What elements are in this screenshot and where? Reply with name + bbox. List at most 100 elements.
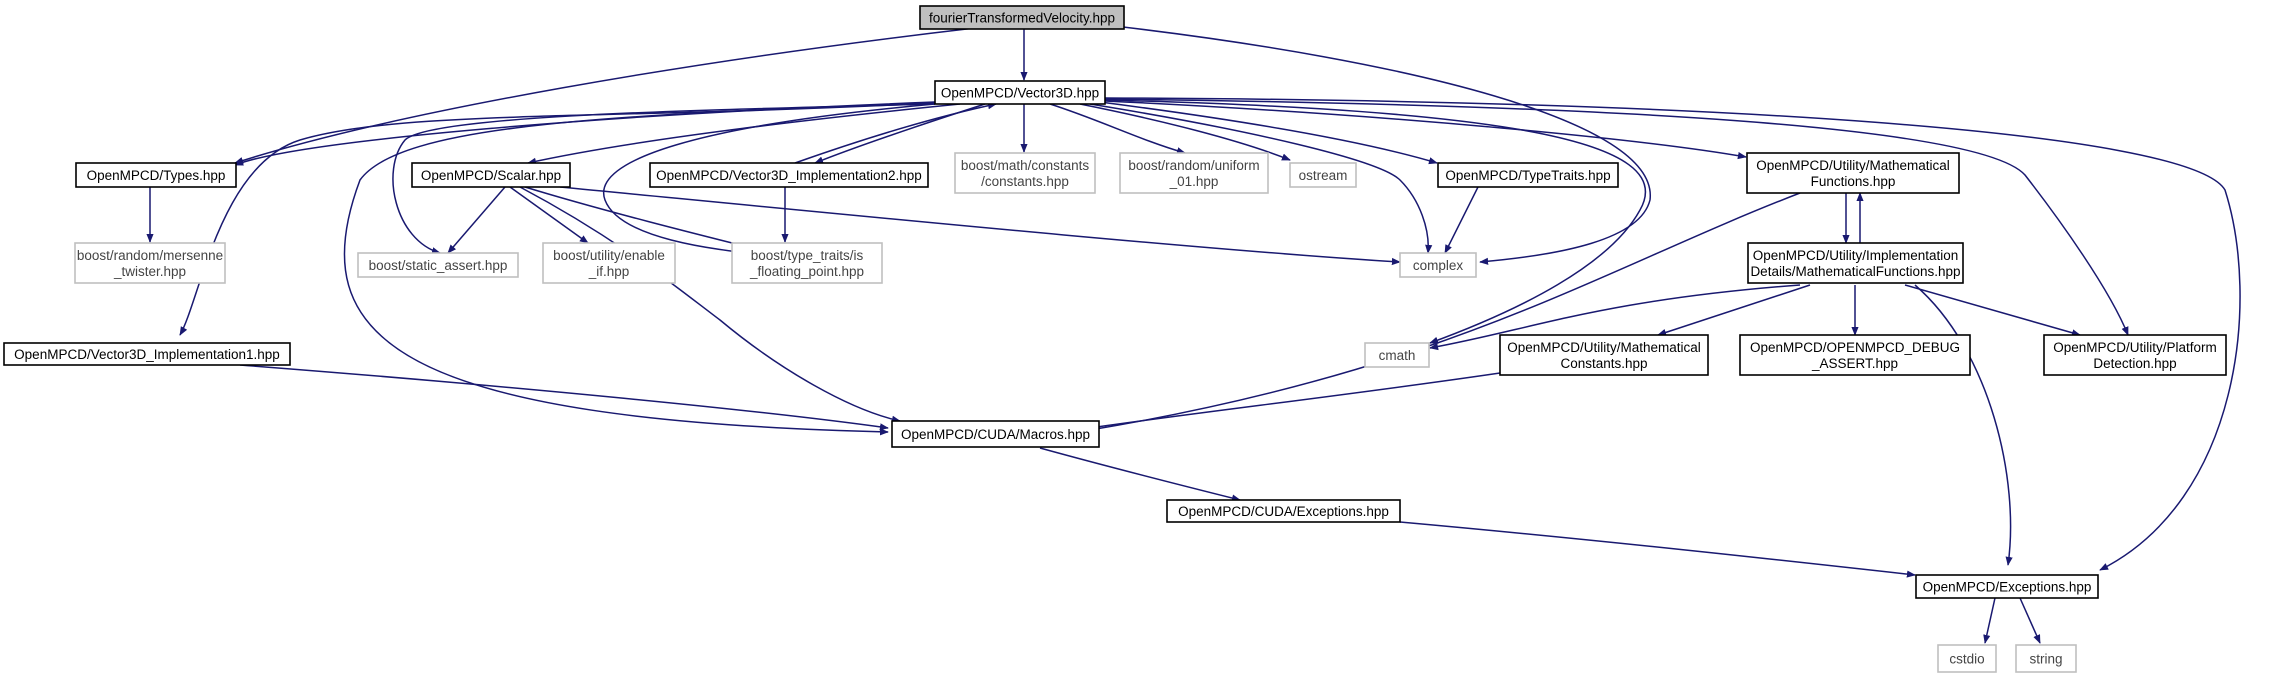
edge-vector3d-scalar	[527, 103, 961, 165]
node-macros[interactable]: OpenMPCD/CUDA/Macros.hpp	[891, 420, 1100, 448]
node-complex: complex	[1399, 252, 1477, 278]
edge-typetraits-complex	[1444, 186, 1479, 254]
node-label: boost/static_assert.hpp	[369, 258, 508, 273]
node-vector3d[interactable]: OpenMPCD/Vector3D.hpp	[934, 80, 1106, 105]
node-box	[1739, 334, 1971, 376]
node-types[interactable]: OpenMPCD/Types.hpp	[75, 162, 237, 188]
node-enableif: boost/utility/enable_if.hpp	[542, 242, 676, 284]
node-label: OpenMPCD/Utility/Platform	[2053, 340, 2217, 355]
edge-vector3d-ostream	[1079, 103, 1291, 161]
edge-exceptions-string	[2019, 597, 2041, 644]
node-box	[919, 5, 1125, 30]
node-box	[934, 80, 1106, 105]
node-box	[3, 342, 291, 366]
node-label: ostream	[1299, 168, 1348, 183]
node-label: boost/random/mersenne	[77, 248, 223, 263]
node-box	[1747, 242, 1964, 284]
node-box	[411, 162, 571, 188]
node-label: OpenMPCD/CUDA/Exceptions.hpp	[1178, 504, 1389, 519]
node-impldetails[interactable]: OpenMPCD/Utility/ImplementationDetails/M…	[1747, 242, 1964, 284]
node-label: _floating_point.hpp	[749, 264, 864, 279]
node-box	[1399, 252, 1477, 278]
edge-root-complex	[1122, 26, 1651, 265]
node-label: complex	[1413, 258, 1464, 273]
node-uniform: boost/random/uniform_01.hpp	[1119, 152, 1269, 194]
node-impl1[interactable]: OpenMPCD/Vector3D_Implementation1.hpp	[3, 342, 291, 366]
node-isfloat: boost/type_traits/is_floating_point.hpp	[731, 242, 883, 284]
node-label: cmath	[1379, 348, 1416, 363]
node-box	[954, 152, 1096, 194]
edge-vector3d-exceptions	[1104, 97, 2241, 571]
node-debugassert[interactable]: OpenMPCD/OPENMPCD_DEBUG_ASSERT.hpp	[1739, 334, 1971, 376]
node-label: boost/math/constants	[961, 158, 1090, 173]
node-box	[75, 162, 237, 188]
node-box	[2015, 644, 2077, 673]
edge-mathconsts-macros	[1089, 372, 1501, 431]
edge-root-types	[234, 27, 976, 164]
node-typetraits[interactable]: OpenMPCD/TypeTraits.hpp	[1437, 162, 1619, 188]
node-box	[1364, 342, 1430, 368]
edge-vector3d-isfloat	[602, 103, 936, 258]
node-cstdio: cstdio	[1937, 644, 1997, 673]
node-label: string	[2029, 652, 2062, 667]
node-label: cstdio	[1949, 652, 1984, 667]
node-label: fourierTransformedVelocity.hpp	[929, 11, 1115, 26]
node-label: boost/utility/enable	[553, 248, 665, 263]
edge-cudaexc-exceptions	[1399, 521, 1916, 578]
edge-impldetails-mathconsts	[1657, 284, 1811, 336]
node-label: OpenMPCD/CUDA/Macros.hpp	[901, 427, 1090, 442]
node-exceptions[interactable]: OpenMPCD/Exceptions.hpp	[1915, 574, 2099, 599]
node-label: _01.hpp	[1169, 174, 1219, 189]
file-nodes: fourierTransformedVelocity.hppOpenMPCD/V…	[3, 5, 2227, 673]
node-staticassert: boost/static_assert.hpp	[357, 252, 519, 278]
node-box	[649, 162, 929, 188]
node-label: Details/MathematicalFunctions.hpp	[1750, 264, 1960, 279]
edge-vector3d-uniform	[1049, 103, 1186, 155]
node-label: OpenMPCD/OPENMPCD_DEBUG	[1750, 340, 1960, 355]
node-label: OpenMPCD/Utility/Mathematical	[1507, 340, 1701, 355]
edge-scalar-enableif	[509, 186, 589, 244]
node-cudaexc[interactable]: OpenMPCD/CUDA/Exceptions.hpp	[1166, 499, 1401, 523]
node-label: Detection.hpp	[2093, 356, 2176, 371]
node-ostream: ostream	[1289, 162, 1357, 188]
edge-impldetails-cmath	[1429, 284, 1801, 351]
node-mathfunc[interactable]: OpenMPCD/Utility/MathematicalFunctions.h…	[1746, 152, 1960, 194]
node-box	[1119, 152, 1269, 194]
node-box	[1289, 162, 1357, 188]
node-string: string	[2015, 644, 2077, 673]
node-box	[1746, 152, 1960, 194]
edge-impldetails-exceptions	[1914, 284, 2013, 566]
node-box	[891, 420, 1100, 448]
edge-scalar-complex	[559, 186, 1401, 266]
node-box	[1166, 499, 1401, 523]
node-label: _twister.hpp	[113, 264, 186, 279]
edge-impl2-vector3d	[794, 102, 997, 164]
edge-macros-cudaexc	[1039, 447, 1241, 502]
node-root[interactable]: fourierTransformedVelocity.hpp	[919, 5, 1125, 30]
node-box	[1915, 574, 2099, 599]
edge-vector3d-impl1	[179, 102, 936, 336]
edge-vector3d-mathfunc	[1104, 100, 1747, 160]
edge-vector3d-complex	[1089, 103, 1433, 254]
node-label: _if.hpp	[588, 264, 630, 279]
node-label: _ASSERT.hpp	[1811, 356, 1898, 371]
node-mathconst: boost/math/constants/constants.hpp	[954, 152, 1096, 194]
edge-mathfunc-macros	[1089, 192, 1801, 433]
node-impl2[interactable]: OpenMPCD/Vector3D_Implementation2.hpp	[649, 162, 929, 188]
node-box	[74, 242, 226, 284]
node-label: /constants.hpp	[981, 174, 1069, 189]
dependency-edges	[146, 26, 2241, 644]
node-box	[1437, 162, 1619, 188]
edge-impl1-macros	[239, 364, 889, 431]
node-mathconsts[interactable]: OpenMPCD/Utility/MathematicalConstants.h…	[1499, 334, 1709, 376]
node-scalar[interactable]: OpenMPCD/Scalar.hpp	[411, 162, 571, 188]
node-box	[542, 242, 676, 284]
node-label: Functions.hpp	[1811, 174, 1896, 189]
node-mersenne: boost/random/mersenne_twister.hpp	[74, 242, 226, 284]
node-label: Constants.hpp	[1560, 356, 1647, 371]
node-label: OpenMPCD/Utility/Implementation	[1753, 248, 1959, 263]
edge-scalar-isfloat	[524, 186, 761, 252]
edge-vector3d-cmath	[1104, 99, 1647, 344]
node-label: OpenMPCD/Utility/Mathematical	[1756, 158, 1950, 173]
